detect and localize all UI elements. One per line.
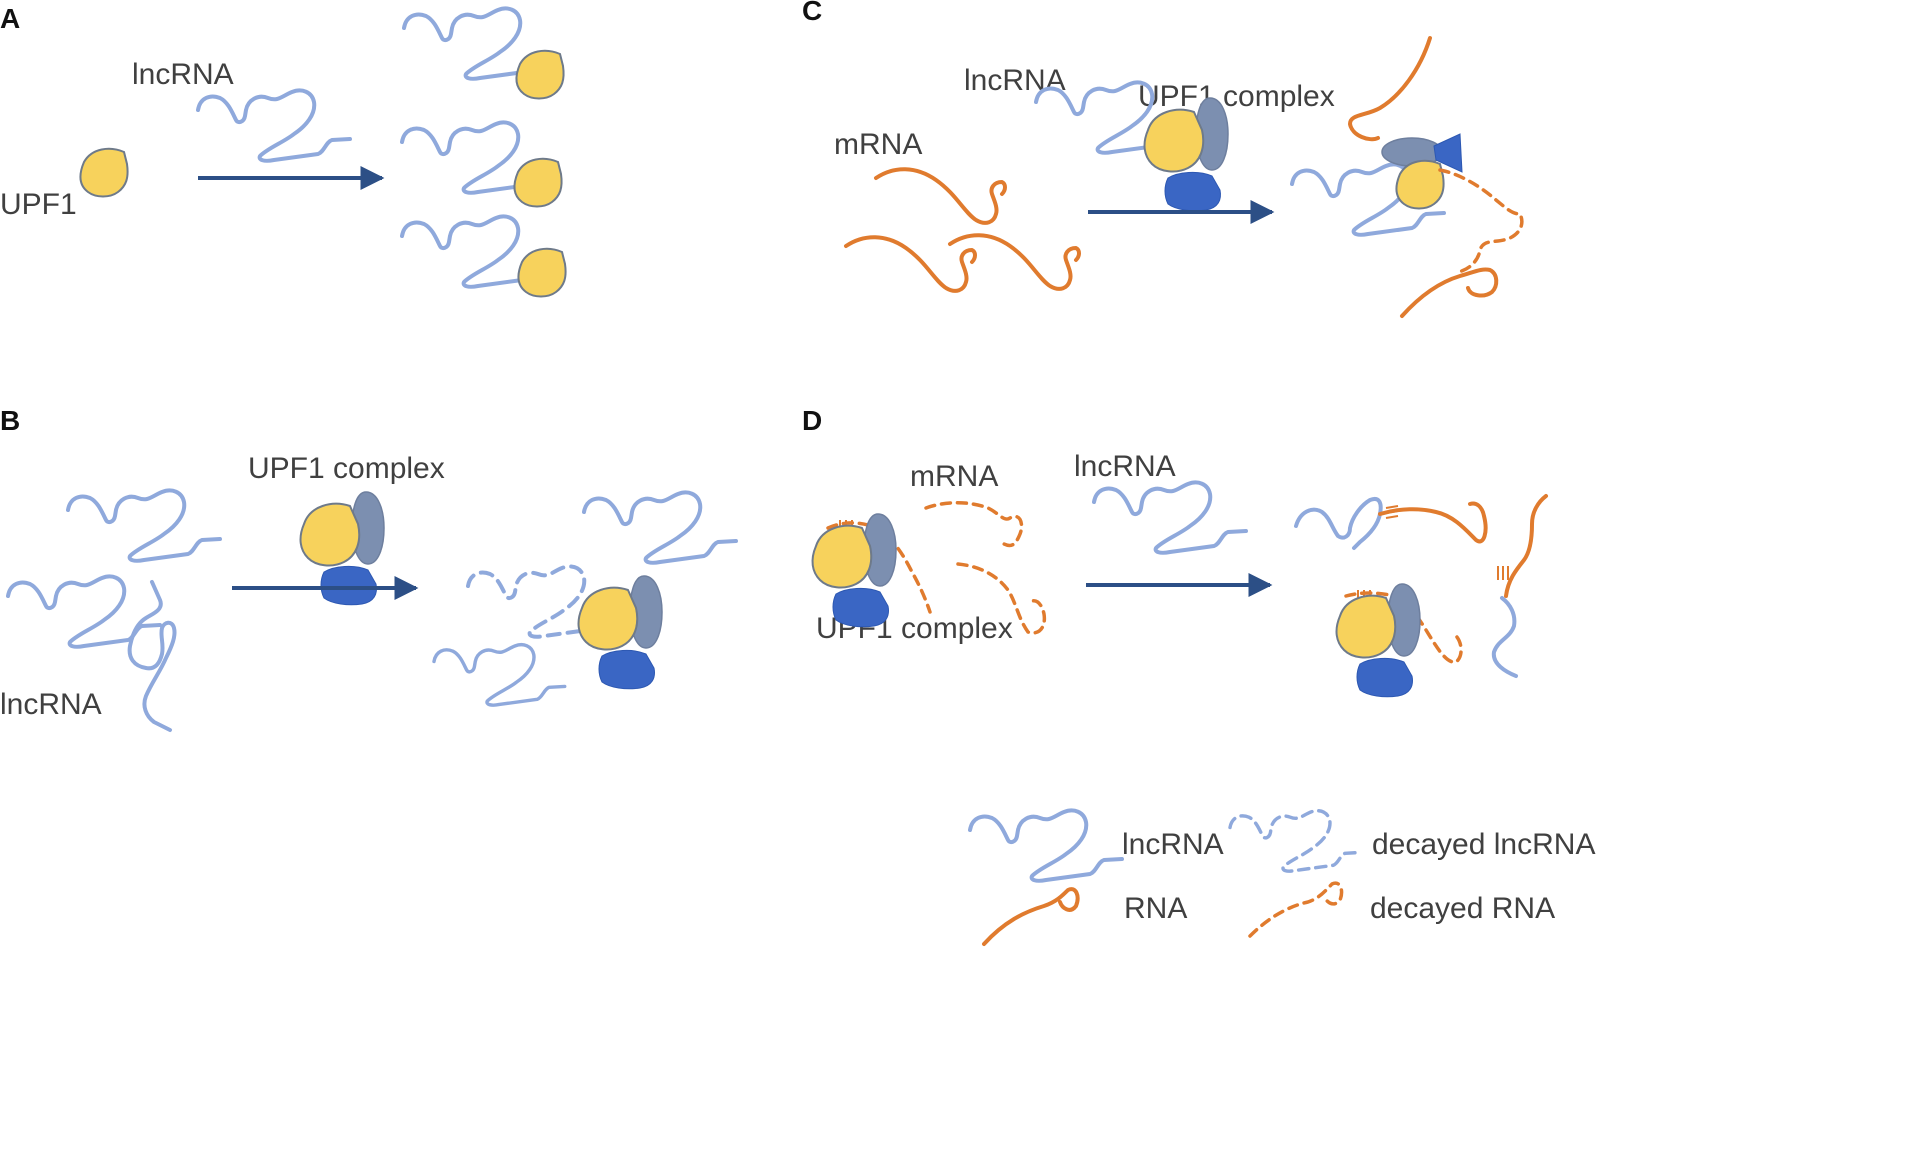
panel-letter-d: D xyxy=(802,405,822,436)
lncrna-bound-a-2 xyxy=(400,120,563,208)
lncrna-strand-b-5 xyxy=(432,642,567,707)
mrna-strand-c-bottom xyxy=(1400,267,1499,318)
lncrna-bound-a-1 xyxy=(402,6,565,100)
legend-decayed-rna-swatch xyxy=(1248,881,1344,938)
complex-label-b: UPF1 complex xyxy=(248,452,445,485)
legend-decayed-lncrna-label: decayed lncRNA xyxy=(1372,828,1595,861)
decayed-mrna-d-3 xyxy=(956,562,1047,635)
legend-decayed-lncrna-swatch xyxy=(1228,808,1363,873)
mrna-strand-c-3 xyxy=(948,233,1081,291)
upf1-complex-c-bound xyxy=(1381,133,1463,210)
lncrna-strand-b-3 xyxy=(127,580,177,732)
upf1-complex-d xyxy=(813,514,896,627)
complex-label-c: UPF1 complex xyxy=(1138,80,1335,113)
upf1-complex-c xyxy=(1145,98,1228,211)
mrna-strand-c-top xyxy=(1347,36,1432,142)
lncrna-strand-d-bound-2 xyxy=(1491,596,1518,678)
mrna-strand-d-bound-1 xyxy=(1378,501,1488,544)
lncrna-strand-d xyxy=(1092,480,1248,555)
legend-rna-swatch xyxy=(982,887,1080,946)
lncrna-strand-d-bound-1 xyxy=(1294,497,1383,550)
decayed-mrna-d-1 xyxy=(826,521,932,614)
panel-letter-a: A xyxy=(0,3,20,34)
lncrna-bound-a-3 xyxy=(400,214,567,298)
lncrna-strand-b-1 xyxy=(66,488,222,563)
base-pairing-d-2 xyxy=(1385,505,1399,519)
legend-decayed-rna-label: decayed RNA xyxy=(1370,892,1555,925)
lncrna-strand-b-2 xyxy=(6,574,162,649)
mrna-strand-d-bound-2 xyxy=(1504,494,1548,598)
decayed-mrna-c xyxy=(1438,168,1524,274)
panel-c: C lncRNA UPF1 complex mRNA xyxy=(802,0,1524,318)
lncrna-strand-a-input xyxy=(196,88,352,163)
lncrna-strand-b-4 xyxy=(582,490,738,565)
panel-b: B UPF1 complex lncRNA xyxy=(0,405,738,732)
mrna-label-d: mRNA xyxy=(910,460,998,493)
mrna-label-c: mRNA xyxy=(834,128,922,161)
legend-lncrna-swatch xyxy=(968,808,1124,883)
lncrna-label-d: lncRNA xyxy=(1074,450,1176,483)
mrna-strand-c-1 xyxy=(874,167,1007,225)
decayed-mrna-d-4 xyxy=(1344,591,1463,664)
upf1-label-a: UPF1 xyxy=(0,188,77,221)
legend: lncRNA decayed lncRNA RNA decayed RNA xyxy=(968,808,1595,946)
panel-letter-b: B xyxy=(0,405,20,436)
lncrna-label-a: lncRNA xyxy=(132,58,234,91)
lncrna-label-c: lncRNA xyxy=(964,64,1066,97)
panel-a: A lncRNA UPF1 xyxy=(0,3,567,298)
upf1-complex-b-bound xyxy=(579,576,662,689)
lncrna-label-b: lncRNA xyxy=(0,688,102,721)
mrna-strand-c-2 xyxy=(844,235,977,293)
legend-rna-label: RNA xyxy=(1124,892,1187,925)
base-pairing-d-3 xyxy=(1497,566,1509,580)
upf1-complex-d-bound xyxy=(1337,584,1420,697)
panel-letter-c: C xyxy=(802,0,822,26)
legend-lncrna-label: lncRNA xyxy=(1122,828,1224,861)
panel-d: D mRNA lncRNA UPF1 complex xyxy=(802,405,1548,697)
decayed-mrna-d-2 xyxy=(924,500,1024,548)
upf1-protein-a xyxy=(79,147,129,198)
